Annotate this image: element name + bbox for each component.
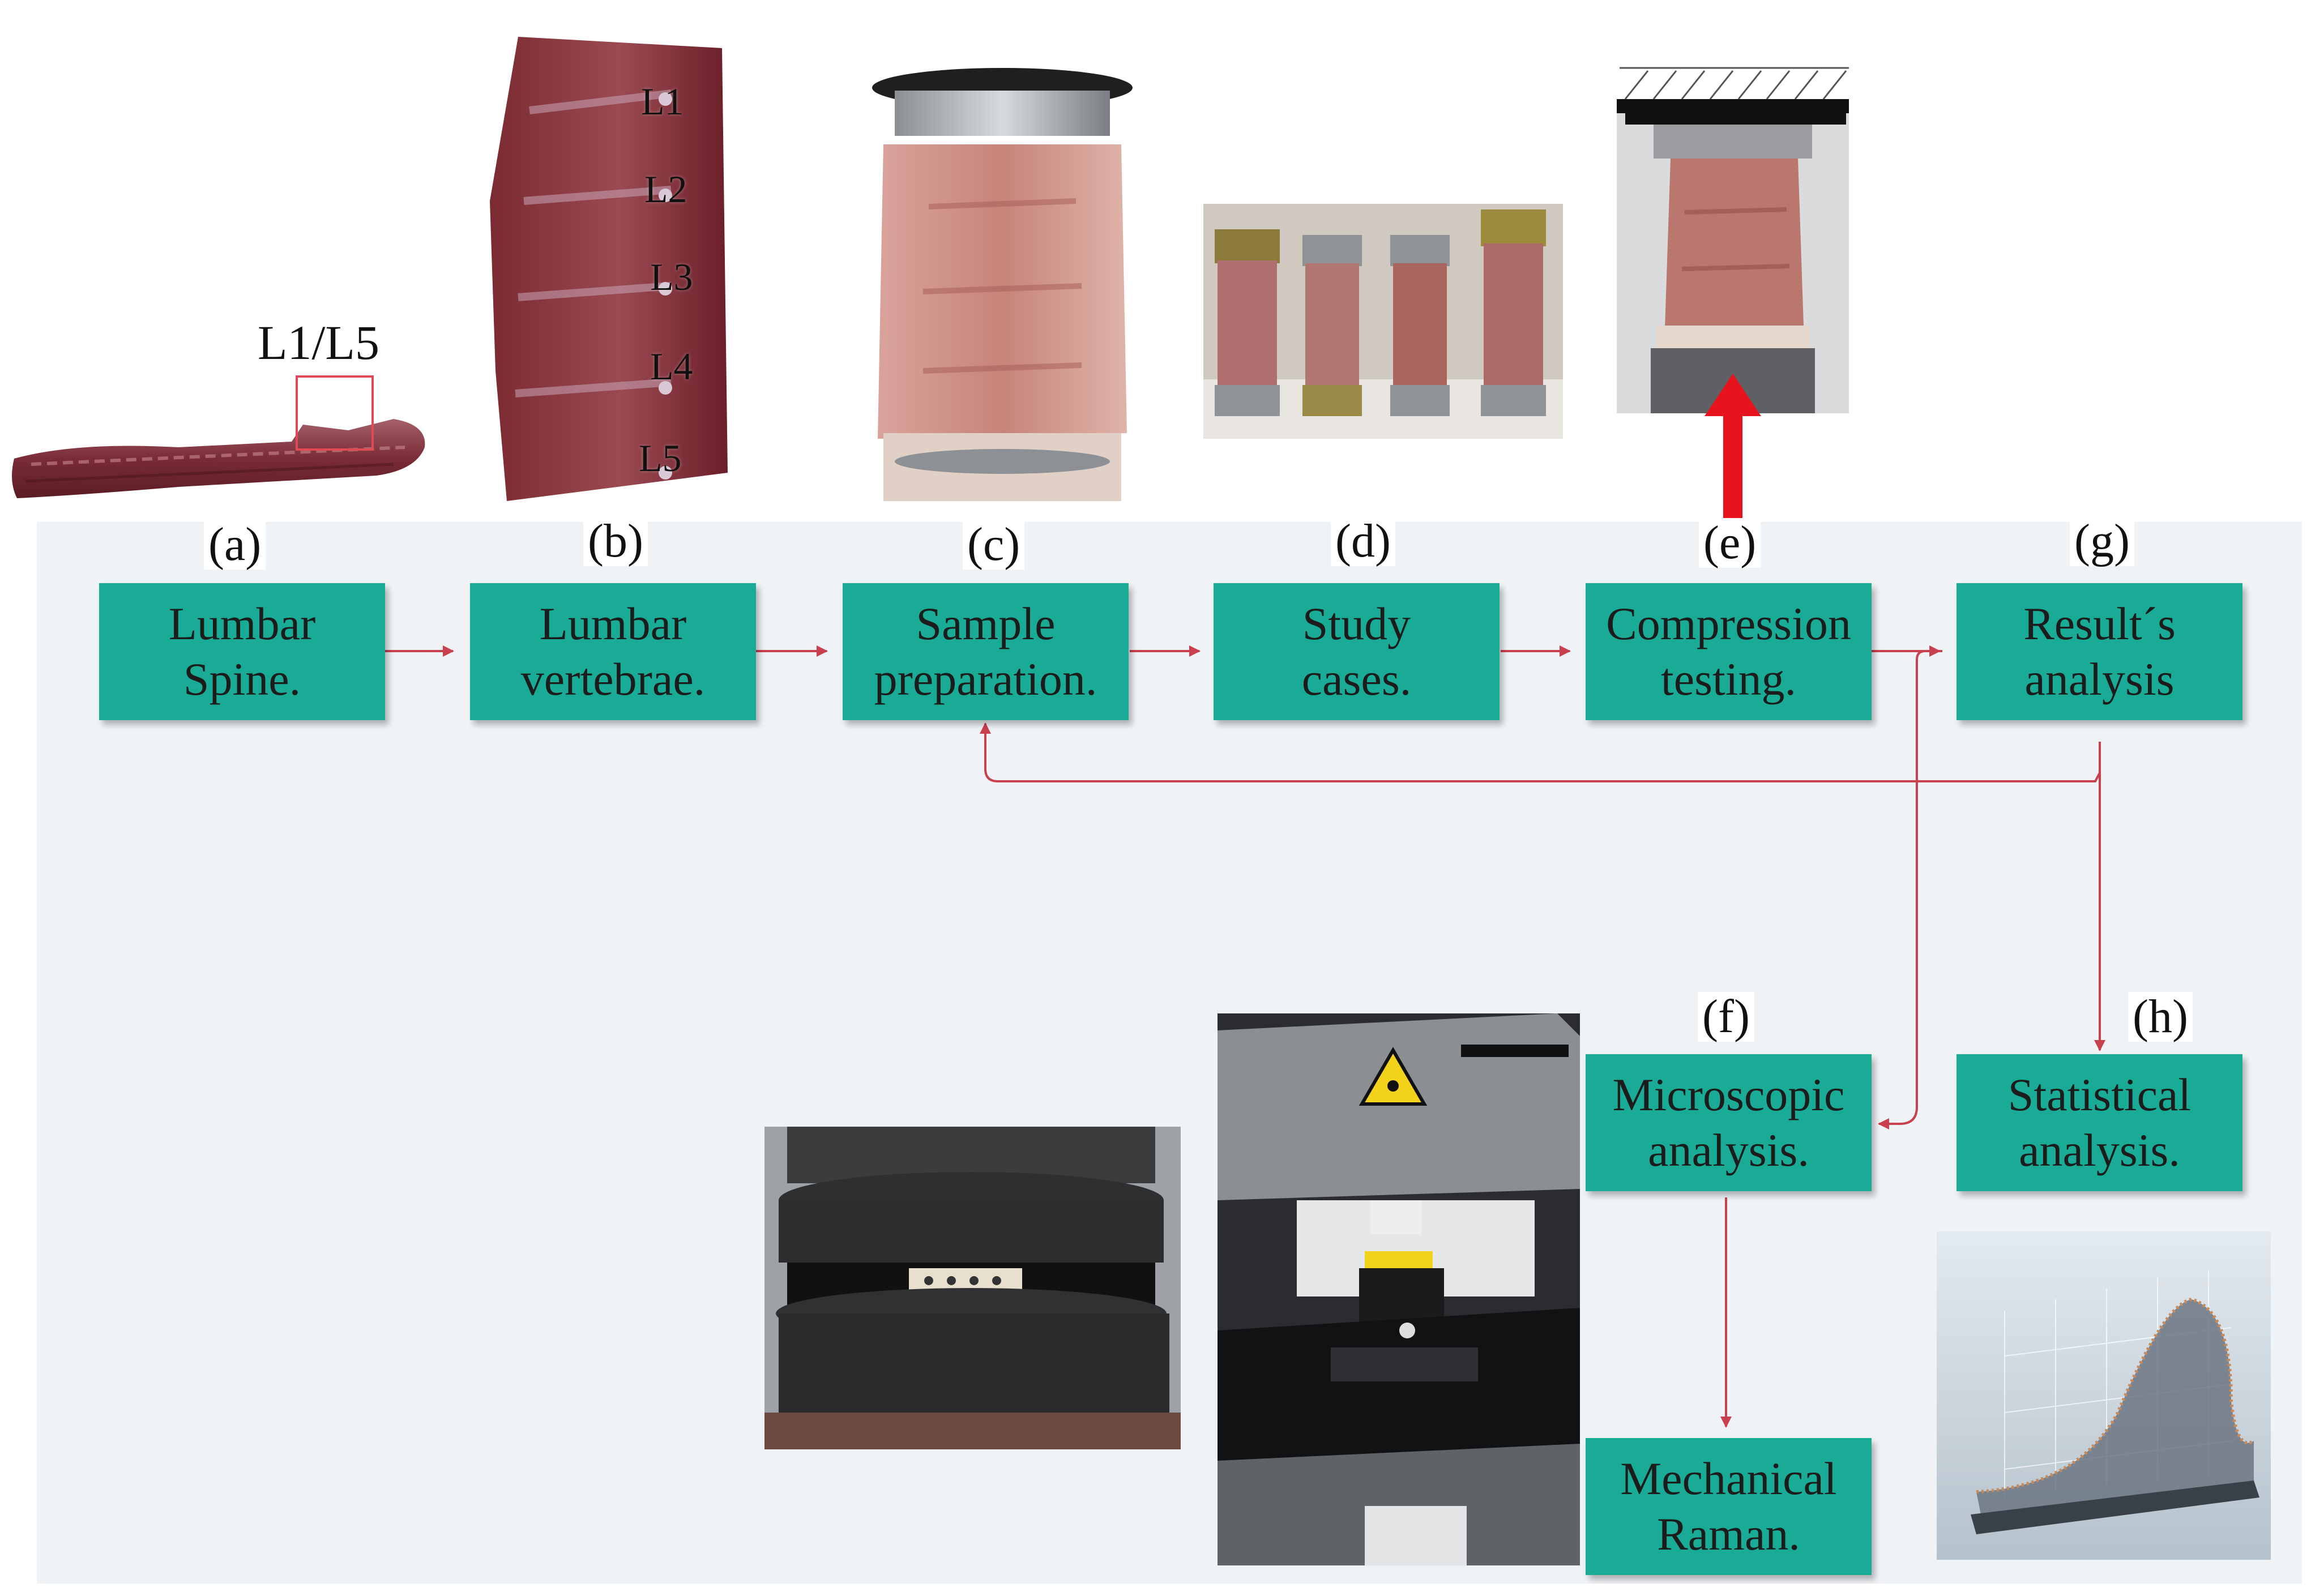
label-g: (g)	[2070, 516, 2134, 567]
step-compression-testing: Compression testing.	[1586, 583, 1872, 720]
vertebra-label-l2: L2	[644, 168, 687, 211]
step-study-cases: Study cases.	[1214, 583, 1500, 720]
label-h: (h)	[2128, 991, 2193, 1042]
label-b: (b)	[583, 516, 648, 567]
step-statistical-analysis: Statistical analysis.	[1957, 1054, 2242, 1191]
label-f: (f)	[1698, 991, 1754, 1042]
label-d: (d)	[1331, 516, 1395, 567]
arrow-g-feedback-c	[980, 722, 2101, 782]
load-arrow	[1705, 374, 1761, 535]
label-e: (e)	[1699, 517, 1761, 568]
lumbar-spine-photo	[8, 419, 430, 504]
vertebra-label-l1: L1	[641, 80, 684, 123]
step-sample-preparation: Sample preparation.	[843, 583, 1129, 720]
sample-preparation-photo	[861, 65, 1144, 510]
step-results-analysis: Result´s analysis	[1957, 583, 2242, 720]
step-lumbar-spine: Lumbar Spine.	[99, 583, 385, 720]
study-cases-photo	[1203, 204, 1563, 439]
step-microscopic-analysis: Microscopic analysis.	[1586, 1054, 1872, 1191]
lumbar-vertebrae-photo	[484, 31, 733, 504]
step-mechanical-raman: Mechanical Raman.	[1586, 1438, 1872, 1575]
compression-testing-photo	[1617, 99, 1849, 413]
vertebra-label-l5: L5	[639, 437, 682, 480]
fixture-closeup-photo	[764, 1127, 1181, 1449]
vertebra-label-l4: L4	[650, 345, 693, 388]
region-box	[296, 375, 374, 451]
step-lumbar-vertebrae: Lumbar vertebrae.	[470, 583, 756, 720]
label-c: (c)	[963, 519, 1025, 570]
raman-microscope-photo	[1218, 1013, 1580, 1565]
arrow-e-f	[1878, 650, 1942, 1129]
statistical-plot-photo	[1937, 1231, 2271, 1560]
label-a: (a)	[204, 519, 266, 570]
region-label: L1/L5	[258, 315, 379, 370]
vertebra-label-l3: L3	[650, 255, 693, 298]
